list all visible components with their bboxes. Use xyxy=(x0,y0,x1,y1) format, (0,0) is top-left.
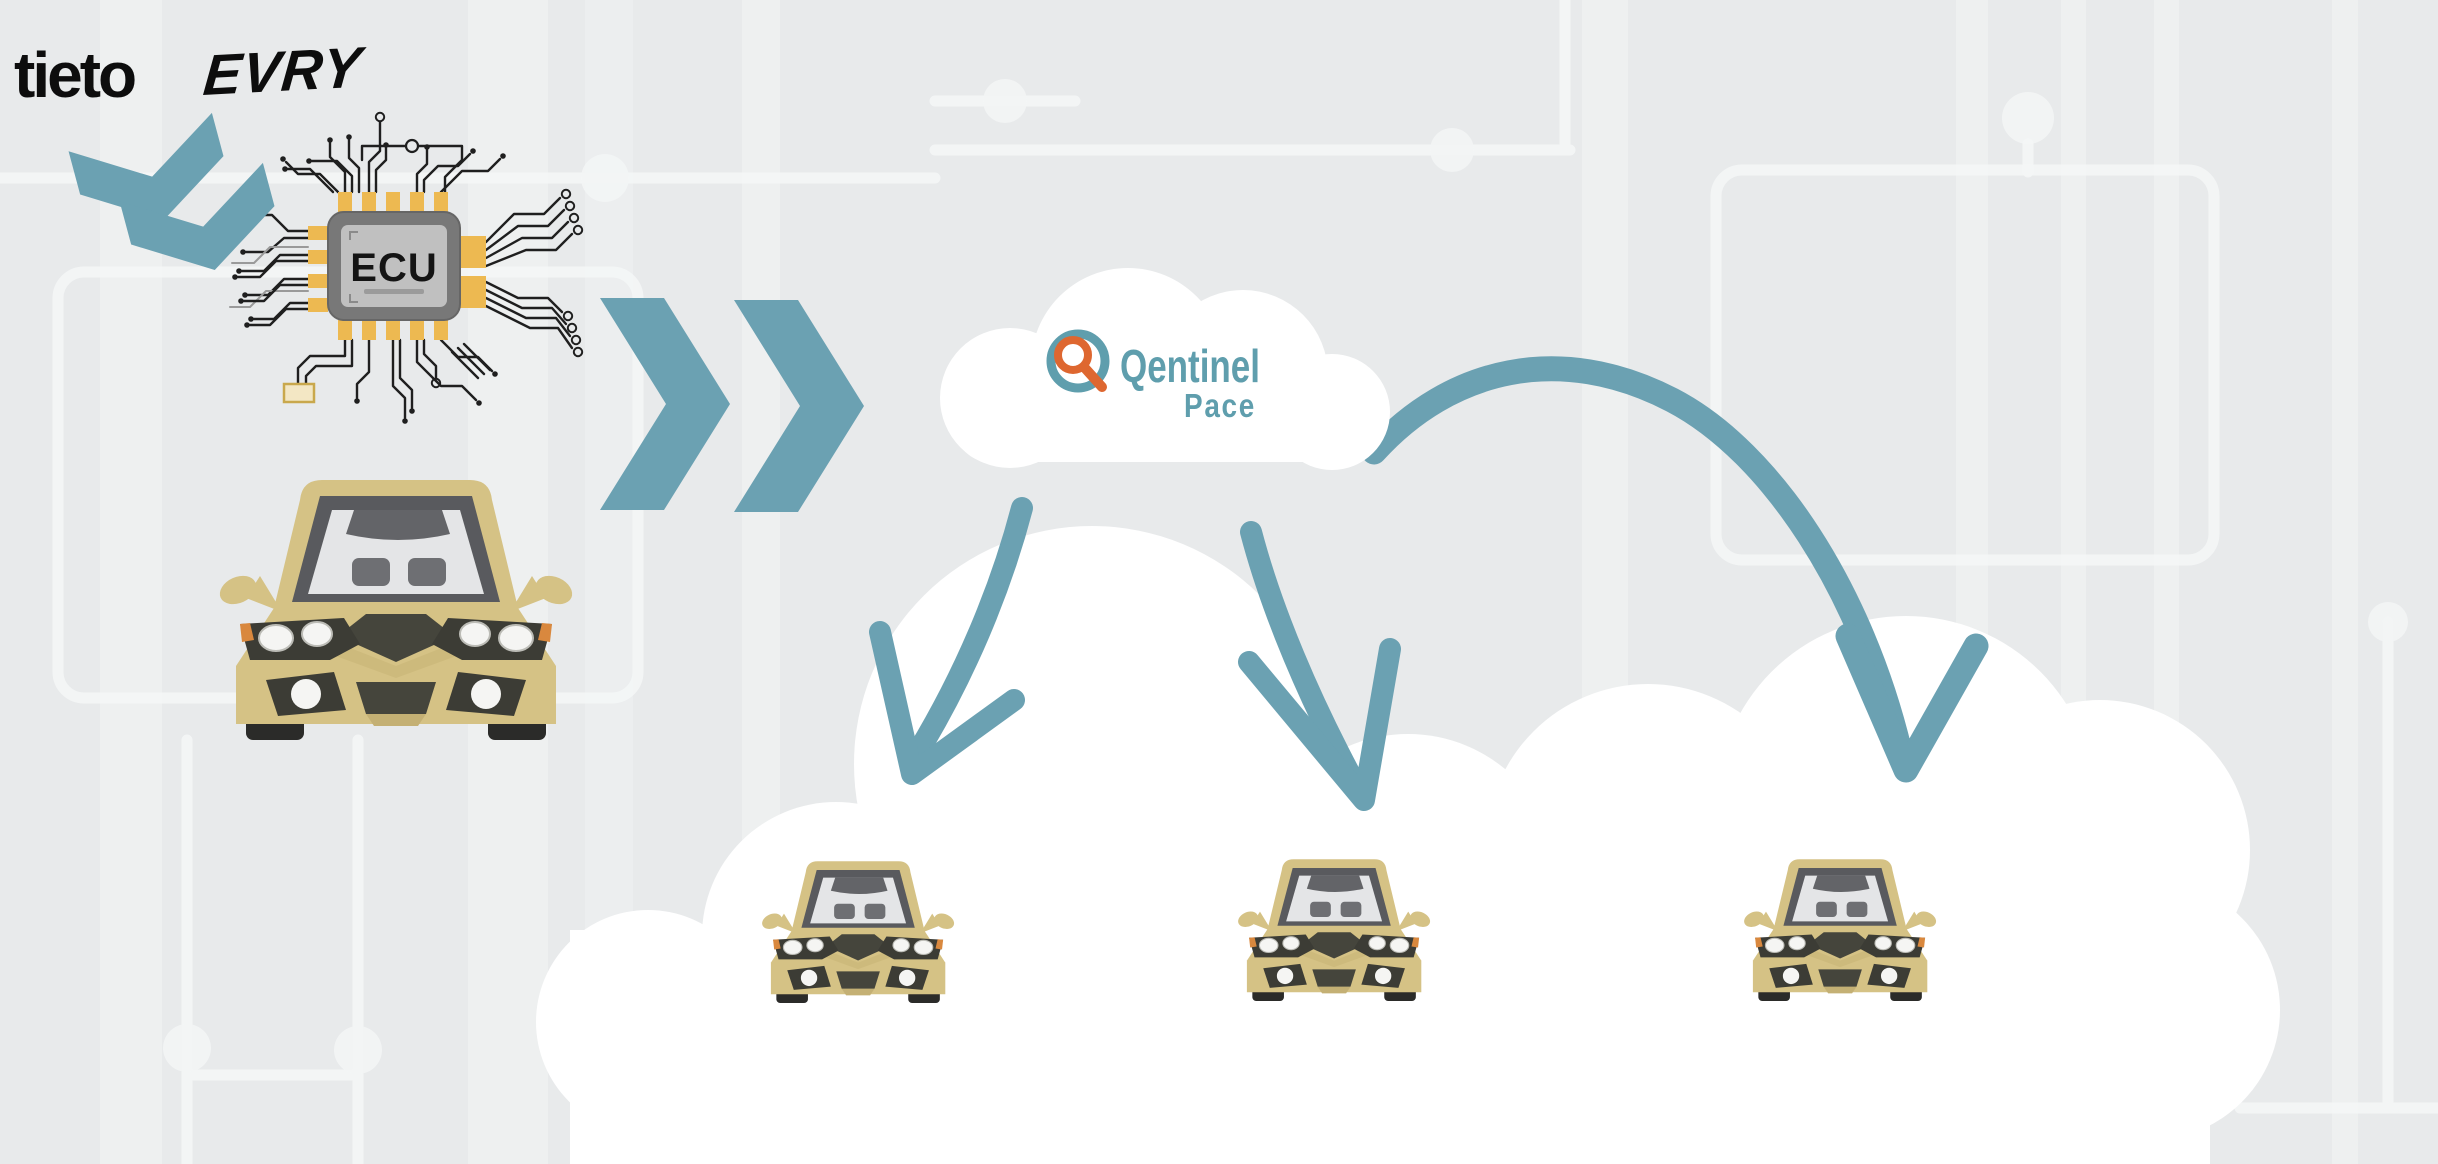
ecu-fine-print xyxy=(364,289,424,294)
logo-evry-text: EVRY xyxy=(201,35,368,108)
ecu-pins xyxy=(308,192,486,340)
qentinel-pace-logo: Qentinel Pace xyxy=(1046,329,1260,424)
arrow-down-icon xyxy=(1238,521,1401,811)
ecu-circuit-traces xyxy=(229,111,584,424)
ecu-chip-icon: ECU xyxy=(229,111,584,424)
arrow-down-left-icon xyxy=(869,497,1033,785)
tieto-evry-logo: tieto EVRY xyxy=(14,35,368,111)
magnifier-q-icon xyxy=(1046,329,1110,393)
qentinel-brand-text: Qentinel xyxy=(1120,340,1260,392)
ecu-chip-plate xyxy=(341,225,447,307)
ecu-label-text: ECU xyxy=(350,246,437,290)
pace-product-text: Pace xyxy=(1184,387,1256,424)
logo-tieto-text: tieto xyxy=(14,39,135,111)
arc-arrow-icon xyxy=(1361,356,1989,783)
cloud-icon: Qentinel Pace xyxy=(940,268,1390,470)
